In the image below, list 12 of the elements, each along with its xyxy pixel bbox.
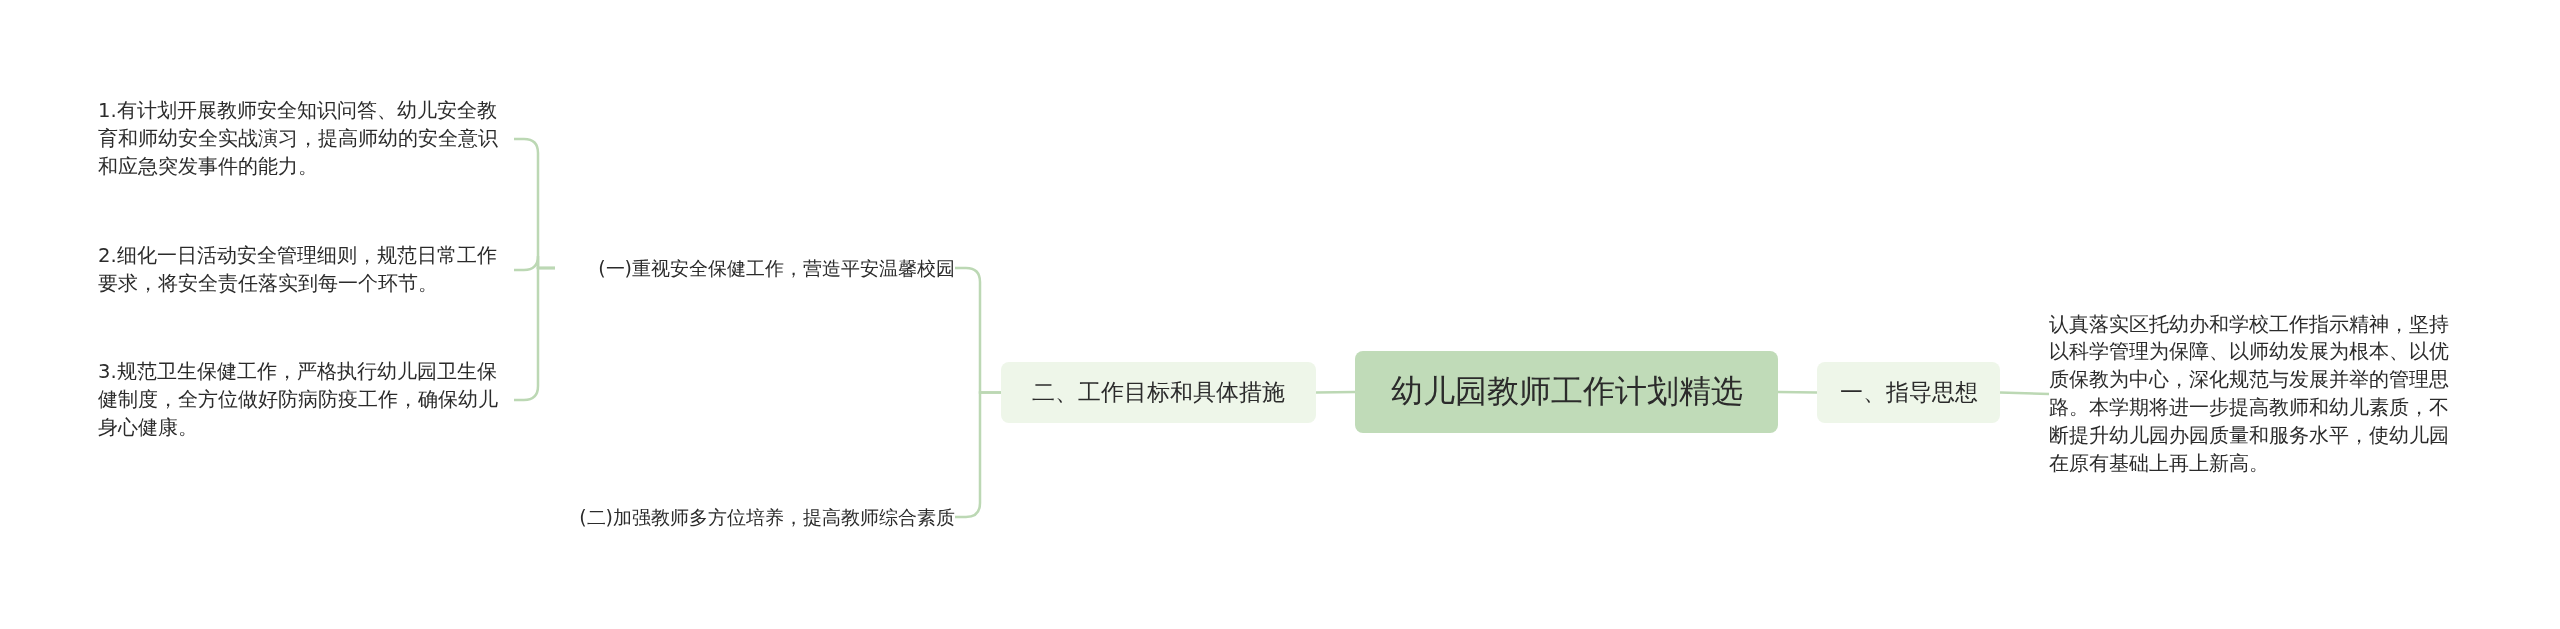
connector-line xyxy=(1999,391,2050,396)
connector-line xyxy=(1316,390,1355,394)
topic-text: 1.有计划开展教师安全知识问答、幼儿安全教育和师幼安全实战演习，提高师幼的安全意识和应急突发事件的能力。 xyxy=(98,98,499,180)
connector-line xyxy=(1778,390,1817,394)
topic-text: 3.规范卫生保健工作，严格执行幼儿园卫生保健制度，全方位做好防病防疫工作，确保幼儿身心健康。 xyxy=(98,359,499,441)
topic-text: 认真落实区托幼办和学校工作指示精神，坚持以科学管理为保障、以师幼发展为根本、以优质保教为中心，深化规范与发展并举的管理思路。本学期将进一步提高教师和幼儿素质，不断提升幼儿园办园质量和服务水平，使幼儿园在原有基础上再上新高。 xyxy=(2049,311,2450,477)
topic-text: (一)重视安全保健工作，营造平安温馨校园 xyxy=(598,255,955,281)
root-topic-box: 幼儿园教师工作计划精选 xyxy=(1355,351,1778,433)
topic-box: 一、指导思想 xyxy=(1817,362,2000,423)
topic-box: 二、工作目标和具体措施 xyxy=(1001,362,1316,423)
topic-text: 2.细化一日活动安全管理细则，规范日常工作要求，将安全责任落实到每一个环节。 xyxy=(98,243,498,297)
topic-text: (二)加强教师多方位培养，提高教师综合素质 xyxy=(579,504,955,530)
